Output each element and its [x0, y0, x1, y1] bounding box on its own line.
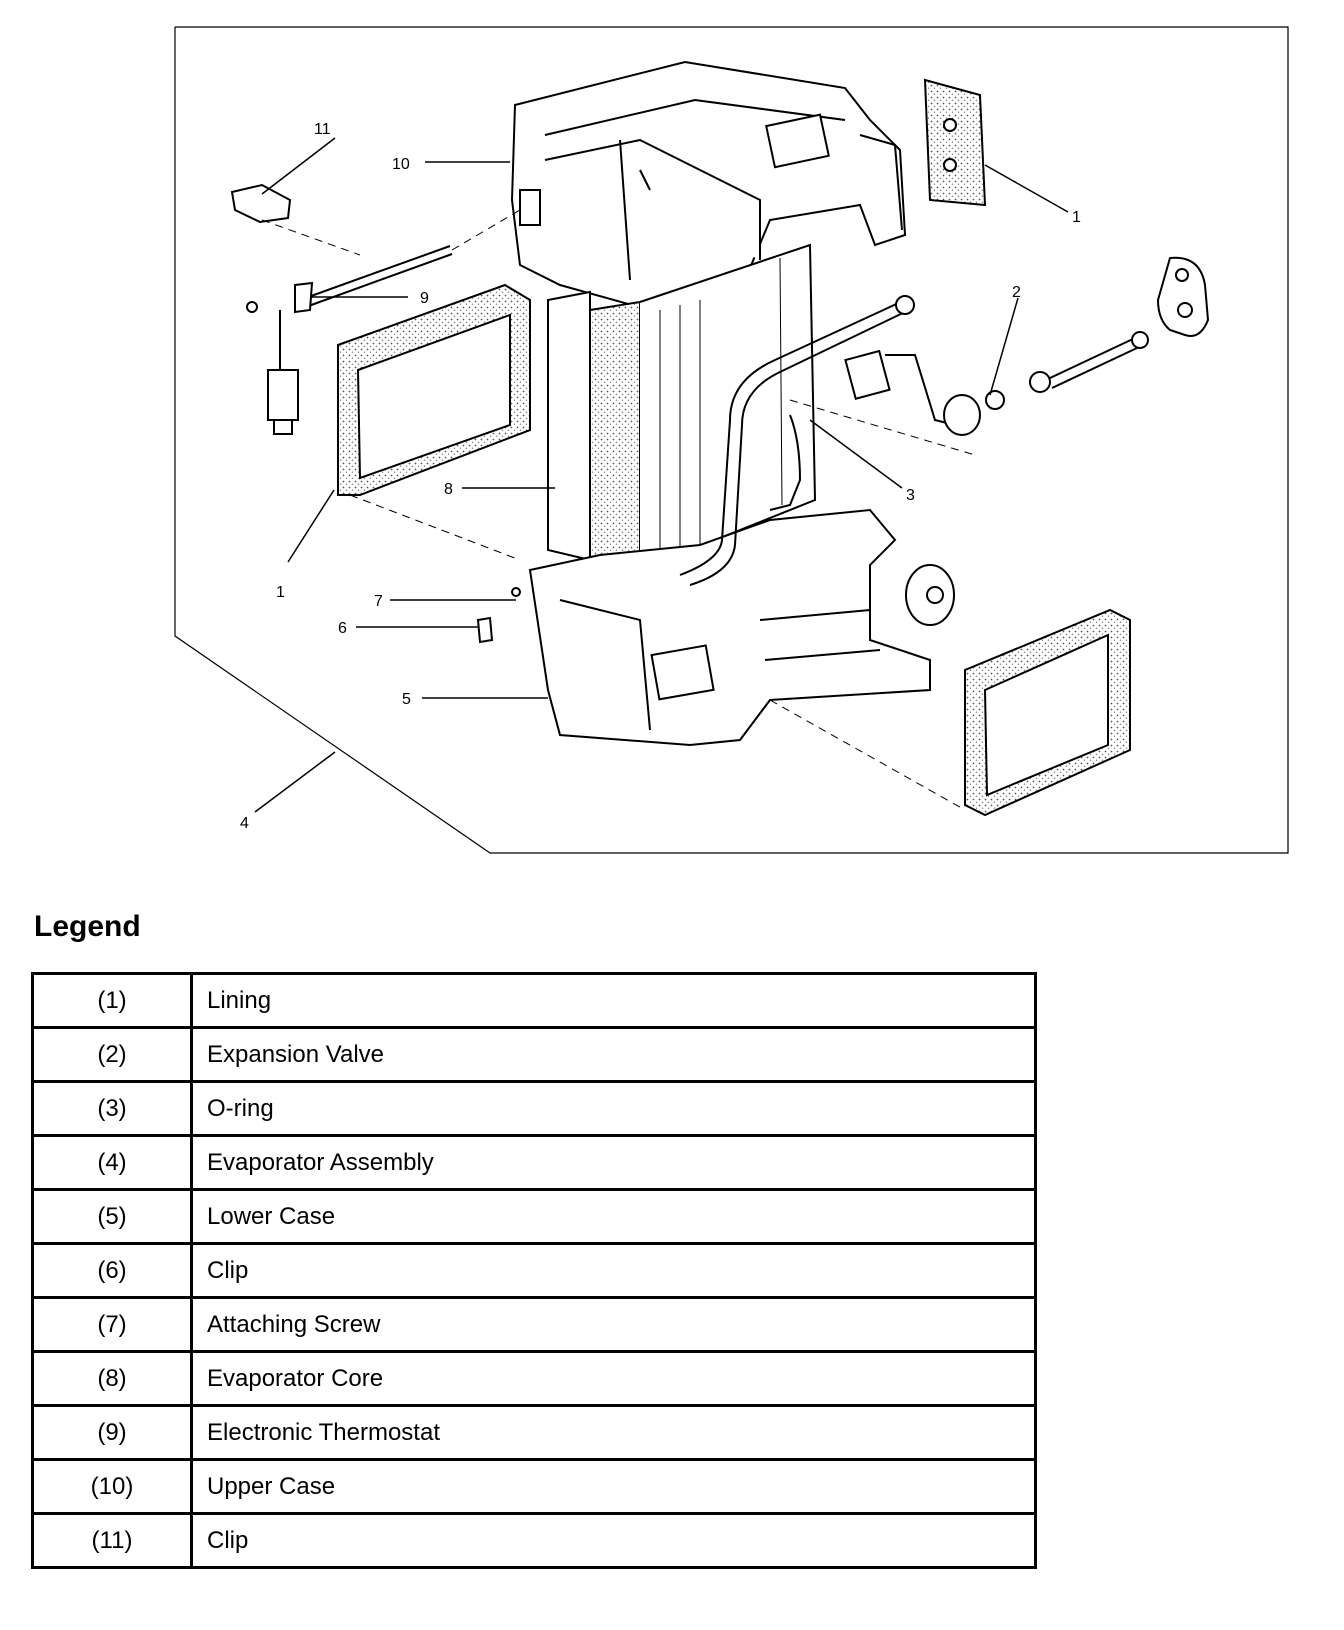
legend-number: (11)	[31, 1512, 193, 1569]
table-row: (1) Lining	[31, 972, 1037, 1029]
table-row: (4) Evaporator Assembly	[31, 1134, 1037, 1191]
legend-number: (5)	[31, 1188, 193, 1245]
legend-table: (1) Lining (2) Expansion Valve (3) O-rin…	[31, 972, 1037, 1569]
callout-6: 6	[338, 620, 347, 637]
table-row: (11) Clip	[31, 1512, 1037, 1569]
callout-1-left: 1	[276, 584, 285, 601]
legend-description: Evaporator Assembly	[190, 1134, 1037, 1191]
legend-number: (6)	[31, 1242, 193, 1299]
alignment-lines	[261, 209, 976, 811]
table-row: (3) O-ring	[31, 1080, 1037, 1137]
legend-description: Lower Case	[190, 1188, 1037, 1245]
table-row: (7) Attaching Screw	[31, 1296, 1037, 1353]
legend-description: Upper Case	[190, 1458, 1037, 1515]
table-row: (2) Expansion Valve	[31, 1026, 1037, 1083]
callout-labels: 1 1 2 3 4 5 6 7 8 9 10 11	[240, 121, 1081, 832]
table-row: (8) Evaporator Core	[31, 1350, 1037, 1407]
legend-description: Electronic Thermostat	[190, 1404, 1037, 1461]
callout-2: 2	[1012, 284, 1021, 301]
callout-4: 4	[240, 815, 249, 832]
legend-description: Clip	[190, 1512, 1037, 1569]
table-row: (10) Upper Case	[31, 1458, 1037, 1515]
leader-lines	[254, 137, 1069, 813]
table-row: (5) Lower Case	[31, 1188, 1037, 1245]
exploded-view-diagram: 1 1 2 3 4 5 6 7 8 9 10 11	[174, 26, 1289, 854]
legend-number: (9)	[31, 1404, 193, 1461]
legend-description: O-ring	[190, 1080, 1037, 1137]
callout-5: 5	[402, 691, 411, 708]
legend-description: Lining	[190, 972, 1037, 1029]
upper-case-drawing	[510, 60, 907, 312]
legend-description: Evaporator Core	[190, 1350, 1037, 1407]
legend-description: Expansion Valve	[190, 1026, 1037, 1083]
pad-drawing	[923, 78, 987, 207]
legend-number: (3)	[31, 1080, 193, 1137]
small-parts-drawing	[476, 564, 955, 644]
legend-number: (10)	[31, 1458, 193, 1515]
lower-case-drawing	[528, 508, 931, 747]
callout-10: 10	[392, 156, 410, 173]
callout-8: 8	[444, 481, 453, 498]
legend-title: Legend	[34, 910, 141, 943]
refrigerant-tube-drawing	[679, 295, 915, 586]
evaporator-exploded-illustration: 1 1 2 3 4 5 6 7 8 9 10 11	[174, 26, 1289, 854]
legend-number: (4)	[31, 1134, 193, 1191]
legend-number: (1)	[31, 972, 193, 1029]
legend-number: (8)	[31, 1350, 193, 1407]
callout-11: 11	[314, 121, 331, 138]
legend-number: (2)	[31, 1026, 193, 1083]
table-row: (6) Clip	[31, 1242, 1037, 1299]
assembly-boundary	[174, 26, 1289, 854]
legend-description: Clip	[190, 1242, 1037, 1299]
callout-9: 9	[420, 290, 429, 307]
thermostat-drawing	[230, 183, 453, 435]
expansion-valve-drawing	[844, 256, 1210, 436]
callout-3: 3	[906, 487, 915, 504]
legend-number: (7)	[31, 1296, 193, 1353]
right-lining-drawing	[964, 608, 1131, 817]
callout-7: 7	[374, 593, 383, 610]
left-lining-drawing	[337, 283, 531, 496]
evaporator-core-drawing	[547, 243, 817, 572]
legend-description: Attaching Screw	[190, 1296, 1037, 1353]
callout-1-right: 1	[1072, 209, 1081, 226]
table-row: (9) Electronic Thermostat	[31, 1404, 1037, 1461]
